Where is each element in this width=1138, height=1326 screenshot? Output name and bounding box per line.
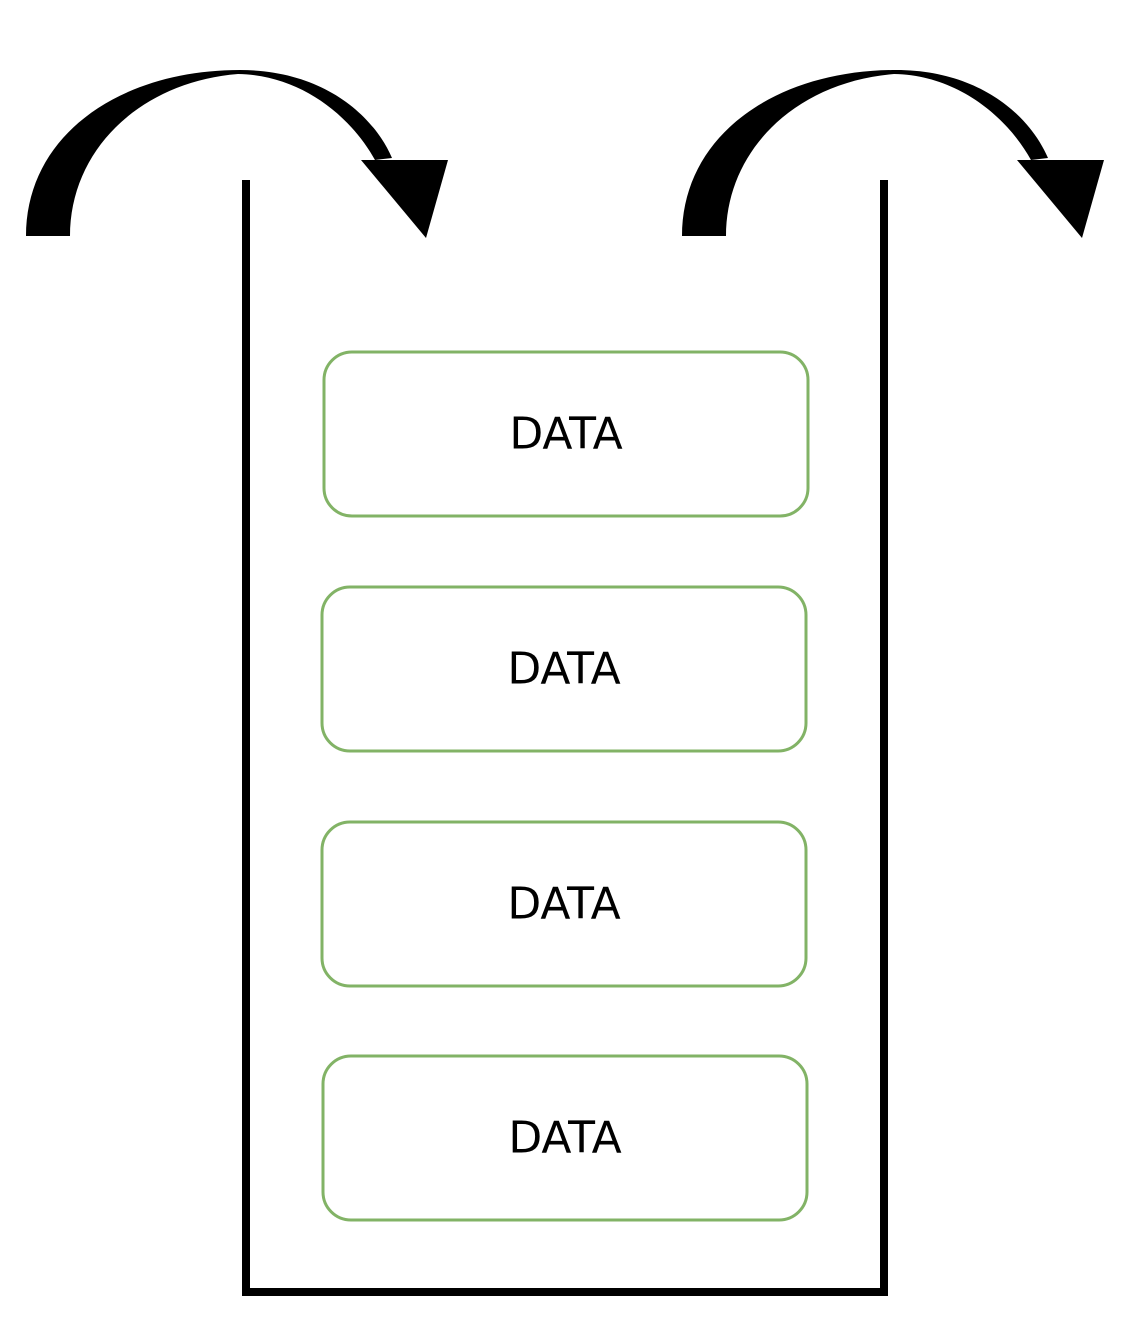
push-arrow-icon [26,70,448,238]
pop-arrow-head [1017,160,1104,238]
pop-arrow-shaft [682,70,1048,236]
stack-item: DATA [320,820,808,988]
push-arrow-head [361,160,448,238]
stack-item-box [321,1054,809,1222]
stack-item-label: DATA [507,879,620,930]
stack-item-label: DATA [509,409,622,460]
stack-container [242,180,888,1296]
stack-item-box [320,585,808,753]
push-arrow-shaft [26,70,392,236]
stack-item: DATA [321,1054,809,1222]
stack-item-box [320,820,808,988]
stack-item: DATA [320,585,808,753]
stack-item-box [322,350,810,518]
pop-arrow-icon [682,70,1104,238]
stack-item-label: DATA [507,644,620,695]
stack-item-label: DATA [508,1113,621,1164]
stack-item: DATA [322,350,810,518]
